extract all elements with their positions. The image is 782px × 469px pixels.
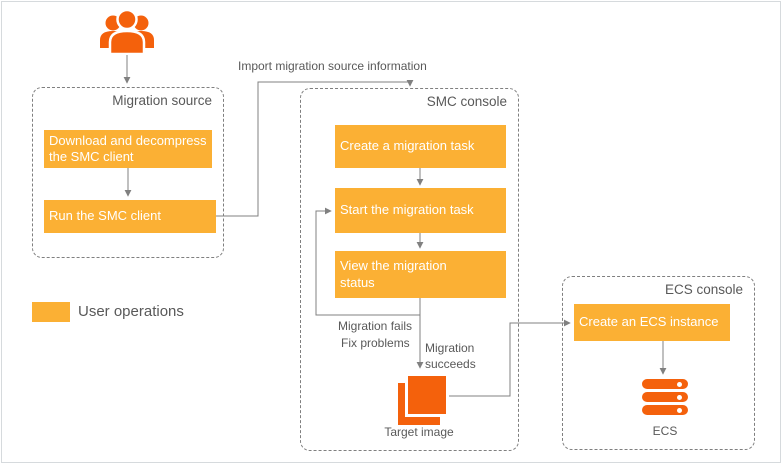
target-image-icon [398,373,450,425]
group-title-ecs-console: ECS console [664,282,743,297]
step-download-decompress-smc-client: Download and decompress the SMC client [44,130,212,168]
server-bar-3 [642,405,688,415]
step-run-smc-client: Run the SMC client [44,200,216,233]
legend-user-operations-label: User operations [78,303,184,320]
label-migration-succeeds: Migration succeeds [425,341,476,371]
server-bar-2 [642,392,688,402]
legend-user-operations-swatch [32,302,70,322]
ecs-server-icon [642,379,688,415]
target-image-front-square [405,373,449,417]
label-migration-fails: Migration fails [338,319,413,333]
step-view-migration-status: View the migration status [335,251,506,298]
server-bar-1 [642,379,688,389]
step-start-migration-task: Start the migration task [335,188,506,233]
step-create-migration-task: Create a migration task [335,125,506,168]
group-title-migration-source: Migration source [112,93,212,108]
label-ecs: ECS [652,424,678,438]
label-import-migration-source-info: Import migration source information [238,59,427,73]
label-target-image: Target image [384,425,454,439]
step-create-ecs-instance: Create an ECS instance [574,304,730,341]
group-title-smc-console: SMC console [426,94,507,109]
users-group-icon [98,8,156,56]
label-fix-problems: Fix problems [341,336,410,350]
